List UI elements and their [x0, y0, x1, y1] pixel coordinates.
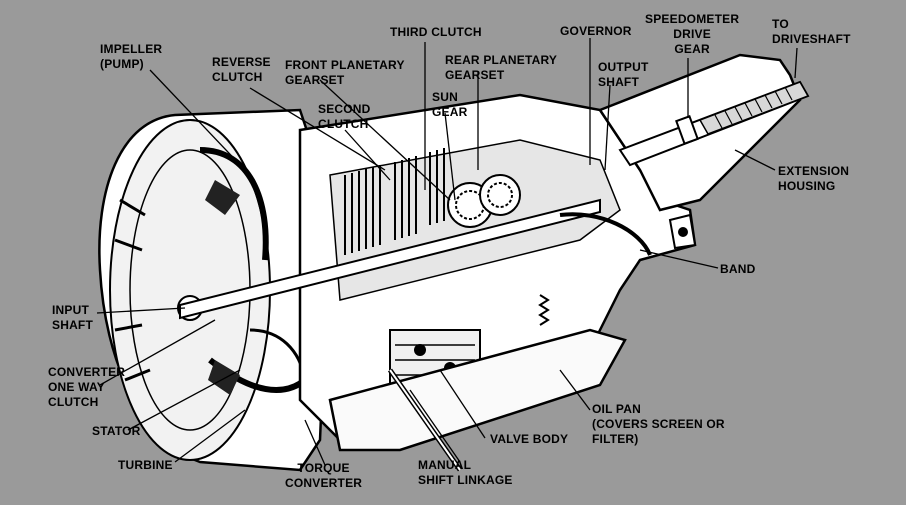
label-manual-shift-linkage: MANUAL SHIFT LINKAGE [418, 458, 513, 487]
label-input-shaft: INPUT SHAFT [52, 303, 93, 332]
label-valve-body: VALVE BODY [490, 432, 569, 446]
torque-converter-housing [98, 108, 332, 472]
label-output-shaft: OUTPUT SHAFT [598, 60, 649, 89]
label-governor: GOVERNOR [560, 24, 632, 38]
extension-housing [598, 53, 810, 250]
label-reverse-clutch: REVERSE CLUTCH [212, 55, 271, 84]
label-oil-pan: OIL PAN (COVERS SCREEN OR FILTER) [592, 402, 725, 446]
label-speedometer-drive-gear: SPEEDOMETER DRIVE GEAR [645, 12, 740, 56]
label-rear-planetary-gearset: REAR PLANETARY GEARSET [445, 53, 558, 82]
label-turbine: TURBINE [118, 458, 173, 472]
leader-lines [96, 38, 798, 466]
label-converter-one-way-clutch: CONVERTER ONE WAY CLUTCH [48, 365, 126, 409]
label-sun-gear: SUN GEAR [432, 90, 468, 119]
label-torque-converter: TORQUE CONVERTER [285, 461, 363, 490]
label-front-planetary-gearset: FRONT PLANETARY GEARSET [285, 58, 405, 87]
label-extension-housing: EXTENSION HOUSING [778, 164, 850, 193]
label-second-clutch: SECOND CLUTCH [318, 102, 371, 131]
label-third-clutch: THIRD CLUTCH [390, 25, 482, 39]
label-to-driveshaft: TO DRIVESHAFT [772, 17, 851, 46]
label-impeller: IMPELLER (PUMP) [100, 42, 163, 71]
label-stator: STATOR [92, 424, 141, 438]
label-band: BAND [720, 262, 756, 276]
transmission-case [179, 93, 697, 472]
